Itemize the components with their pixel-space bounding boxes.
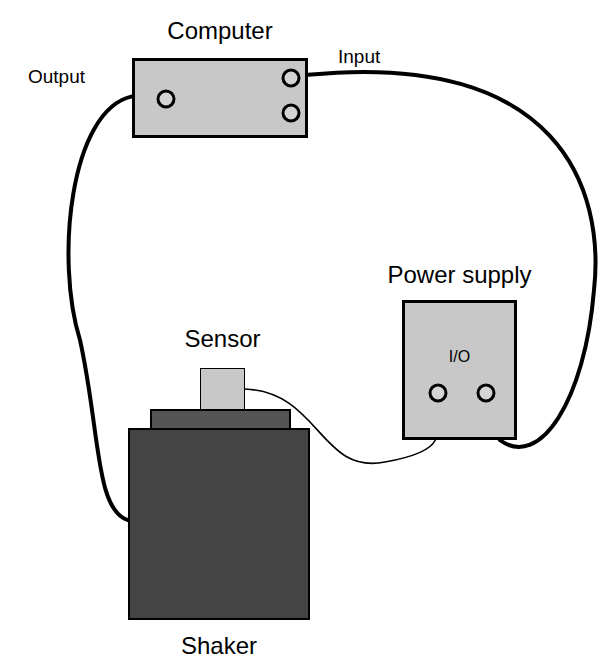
node-title: Shaker [181,632,257,660]
cable [68,96,132,520]
port-group [135,61,305,135]
port-socket [283,105,299,121]
port-socket [283,70,299,86]
port-label: Input [338,46,380,68]
cable-line [308,72,596,447]
node-title: Sensor [184,325,260,353]
power-supply-box: Power supplyI/O [402,300,517,440]
node-title: Computer [167,17,272,45]
port-socket [430,385,446,401]
cable [308,72,596,447]
shaker-table [151,410,290,429]
cable-line [68,96,132,520]
port-group-label: I/O [449,348,470,366]
port-group [405,303,514,437]
computer-box: Computer [132,58,308,138]
sensor-box: Sensor [200,368,245,410]
port-label: Output [28,66,85,88]
node-title: Power supply [387,261,531,289]
port-socket [158,91,174,107]
shaker-body: Shaker [128,428,310,620]
port-socket [478,385,494,401]
